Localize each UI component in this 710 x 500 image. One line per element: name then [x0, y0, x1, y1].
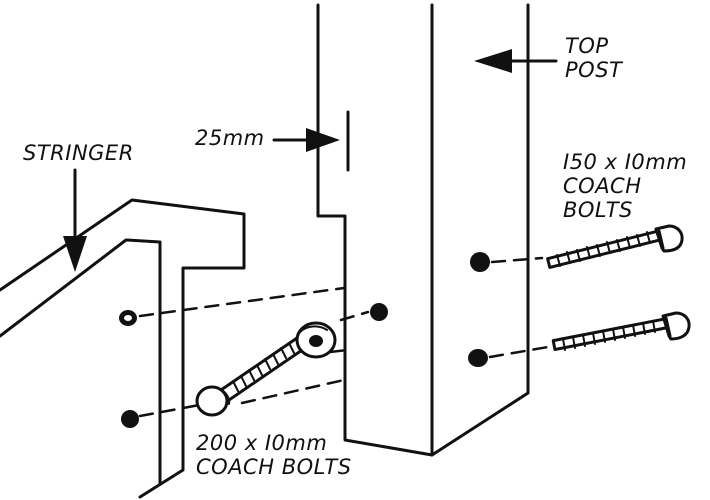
stringer-label: STRINGER — [23, 141, 134, 165]
long-coach-bolt — [195, 321, 337, 417]
long-bolts-label-line: COACH BOLTS — [196, 455, 352, 479]
gap-dimension-label: 25mm — [195, 126, 265, 150]
short-bolts-label: I50 x I0mm COACH BOLTS — [563, 150, 687, 222]
alignment-lines — [138, 256, 550, 418]
short-coach-bolt — [546, 224, 684, 269]
bolt-hole — [121, 410, 139, 428]
long-bolts-label-line: 200 x I0mm — [196, 431, 328, 455]
arrow-down-icon — [63, 168, 87, 272]
top-post — [316, 3, 530, 457]
stringer — [0, 198, 246, 499]
bolt-hole — [370, 303, 388, 321]
top-post-label-line: POST — [565, 58, 623, 82]
short-coach-bolt — [551, 311, 691, 351]
bolt-holes — [119, 252, 490, 428]
bolt-hole — [468, 349, 488, 367]
short-bolts-label-line: I50 x I0mm — [563, 150, 688, 174]
short-bolts-label-line: BOLTS — [563, 198, 633, 222]
long-bolts-label: 200 x I0mm COACH BOLTS — [196, 431, 352, 479]
arrow-right-icon — [272, 110, 350, 172]
bolt-hole — [470, 252, 490, 272]
short-bolts-label-line: COACH — [563, 174, 642, 198]
top-post-label-line: TOP — [565, 34, 609, 58]
top-post-label: TOP POST — [565, 34, 622, 82]
arrow-left-icon — [474, 49, 558, 73]
